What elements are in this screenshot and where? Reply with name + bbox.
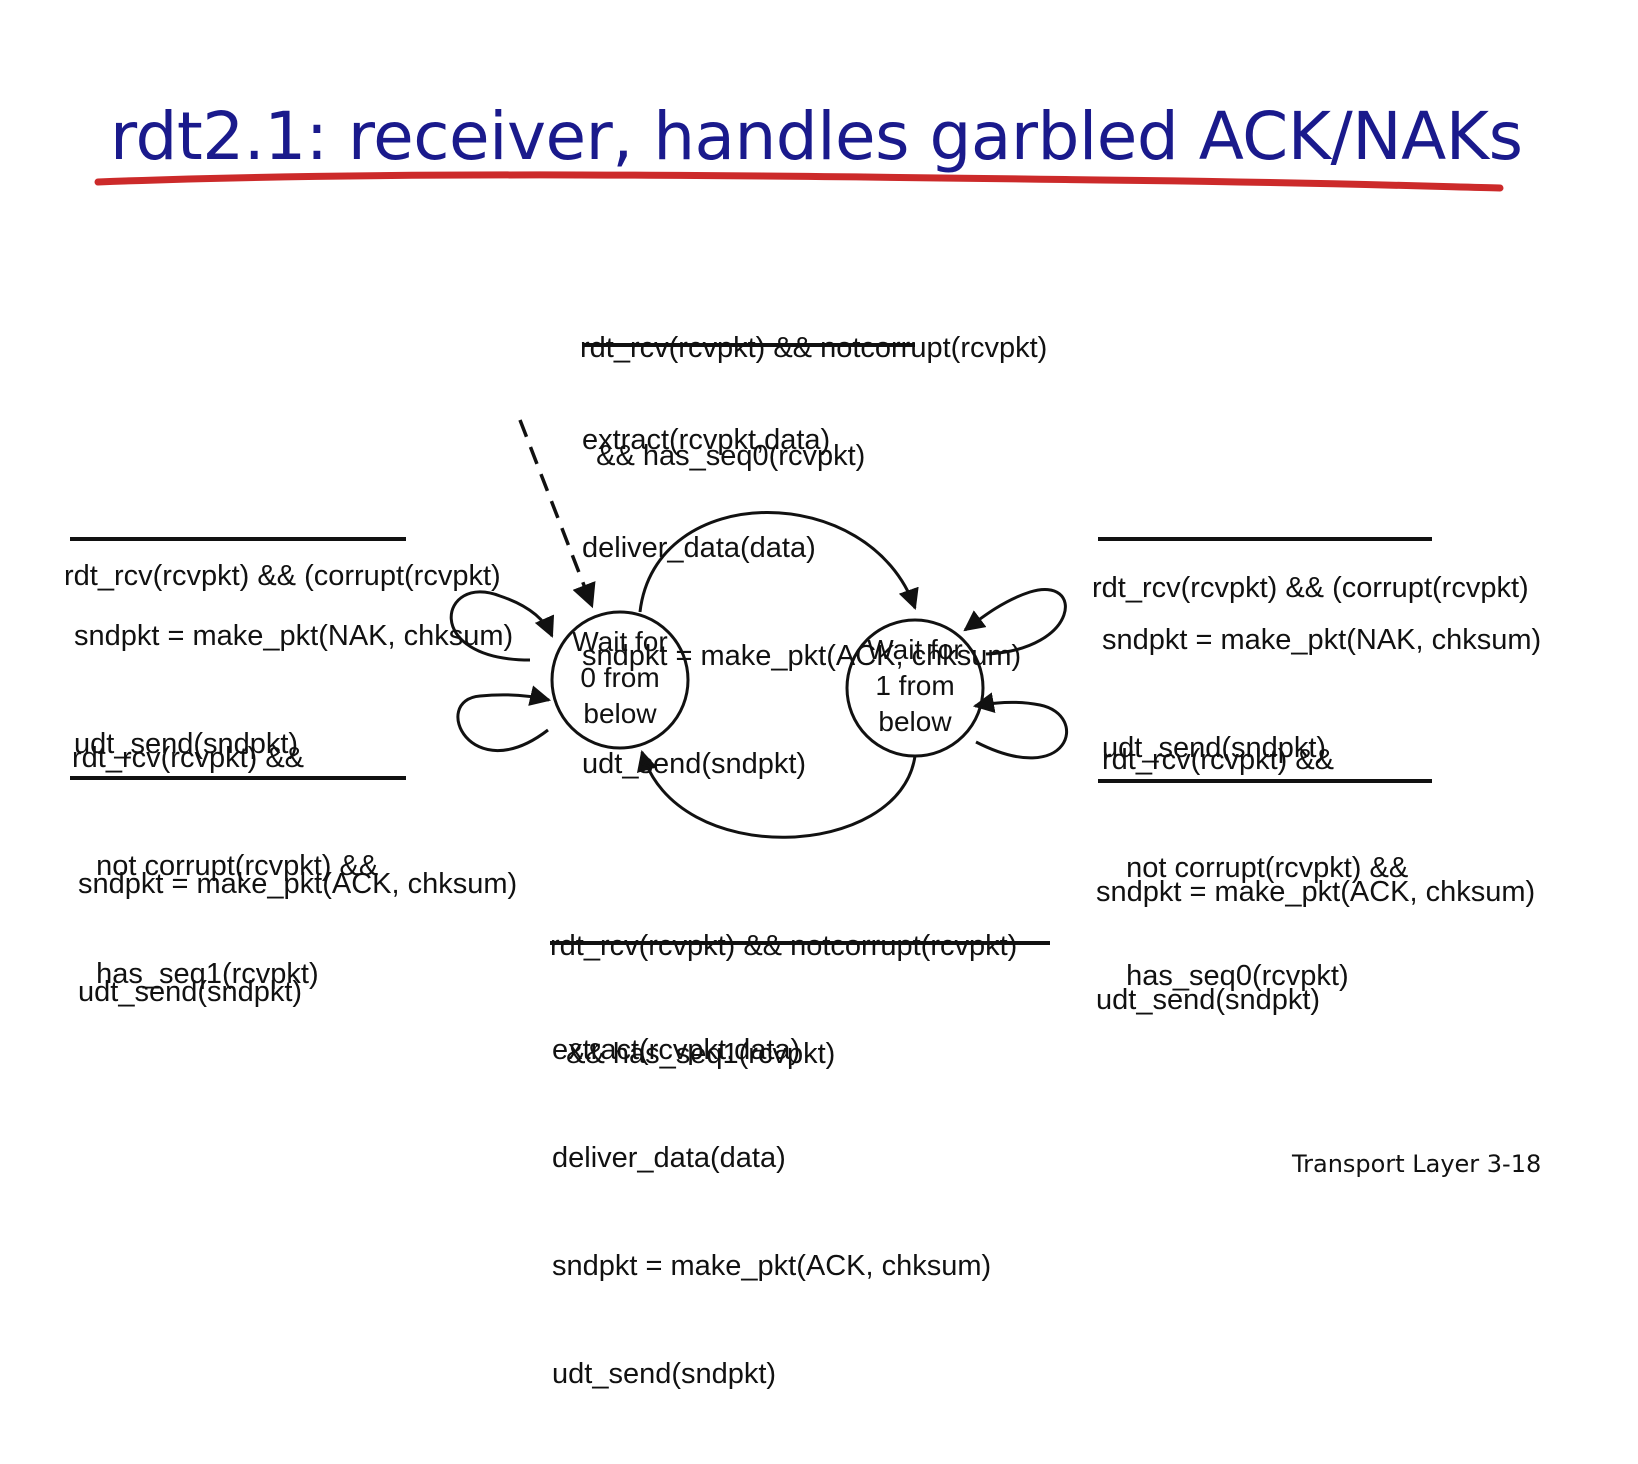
transition-bottom-event-line1: rdt_rcv(rcvpkt) && notcorrupt(rcvpkt) <box>550 930 1018 962</box>
transition-left-dup-event: rdt_rcv(rcvpkt) && not corrupt(rcvpkt) &… <box>72 668 378 1064</box>
transition-top-event-line2: && has_seq0(rcvpkt) <box>580 440 866 472</box>
transition-bottom-action-2: deliver_data(data) <box>552 1142 786 1174</box>
self-loop-right-lower <box>972 692 1069 760</box>
transition-top-action-4: udt_send(sndpkt) <box>582 748 807 780</box>
transition-top-action-2: deliver_data(data) <box>582 532 816 564</box>
initial-state-arrow <box>518 419 596 609</box>
transition-bottom-event-line2: && has_seq1(rcvpkt) <box>550 1038 836 1070</box>
self-loop-right-upper <box>963 588 1067 656</box>
title-underline <box>94 171 1504 192</box>
transition-right-dup-event: rdt_rcv(rcvpkt) && not corrupt(rcvpkt) &… <box>1102 670 1408 1066</box>
state-wait-1-line3: below <box>878 706 952 737</box>
transition-right-dup-event-line3: has_seq0(rcvpkt) <box>1102 960 1349 992</box>
transition-right-dup-actions: sndpkt = make_pkt(ACK, chksum) udt_send(… <box>1096 802 1535 1090</box>
transition-left-dup-event-line3: has_seq1(rcvpkt) <box>72 958 319 990</box>
state-wait-1-line2: 1 from <box>875 670 955 701</box>
transition-left-corrupt-event-line1: rdt_rcv(rcvpkt) && (corrupt(rcvpkt) <box>64 560 501 592</box>
state-wait-1-line1: Wait for <box>867 634 963 665</box>
transition-bottom-action-3: sndpkt = make_pkt(ACK, chksum) <box>552 1250 992 1282</box>
transition-left-corrupt-event: rdt_rcv(rcvpkt) && (corrupt(rcvpkt) <box>64 486 501 666</box>
state-wait-0-label: Wait for 0 from below <box>550 624 690 732</box>
transition-top-action-3: sndpkt = make_pkt(ACK, chksum) <box>582 640 1022 672</box>
transition-right-corrupt-action-2: udt_send(sndpkt) <box>1102 732 1327 764</box>
fsm-diagram <box>70 171 1504 945</box>
transition-arrow-top <box>638 511 919 613</box>
transition-right-dup-event-line2: not corrupt(rcvpkt) && <box>1102 852 1409 884</box>
transition-bottom-action-4: udt_send(sndpkt) <box>552 1358 777 1390</box>
self-loop-left-upper <box>449 590 555 662</box>
state-wait-0-line3: below <box>583 698 657 729</box>
transition-left-dup-event-line2: not corrupt(rcvpkt) && <box>72 850 379 882</box>
slide-footer: Transport Layer 3-18 <box>1292 1150 1542 1178</box>
transition-bottom-action-1: extract(rcvpkt,data) <box>552 1034 801 1066</box>
transition-arrow-bottom <box>637 749 917 839</box>
transition-right-corrupt-actions: sndpkt = make_pkt(NAK, chksum) udt_send(… <box>1102 550 1541 838</box>
transition-left-dup-action-1: sndpkt = make_pkt(ACK, chksum) <box>78 868 518 900</box>
transition-top-actions: extract(rcvpkt,data) deliver_data(data) … <box>582 350 1021 854</box>
self-loop-left-lower <box>456 685 552 753</box>
transition-right-dup-action-2: udt_send(sndpkt) <box>1096 984 1321 1016</box>
transition-bottom-event: rdt_rcv(rcvpkt) && notcorrupt(rcvpkt) &&… <box>550 856 1017 1144</box>
transition-left-dup-event-line1: rdt_rcv(rcvpkt) && <box>72 742 305 774</box>
transition-top-event: rdt_rcv(rcvpkt) && notcorrupt(rcvpkt) &&… <box>580 258 1047 546</box>
slide-title: rdt2.1: receiver, handles garbled ACK/NA… <box>110 98 1523 175</box>
transition-right-dup-event-line1: rdt_rcv(rcvpkt) && <box>1102 744 1335 776</box>
slide: rdt2.1: receiver, handles garbled ACK/NA… <box>64 98 1542 1390</box>
transition-left-dup-action-2: udt_send(sndpkt) <box>78 976 303 1008</box>
transition-top-action-1: extract(rcvpkt,data) <box>582 424 831 456</box>
transition-left-corrupt-action-2: udt_send(sndpkt) <box>74 728 299 760</box>
transition-left-corrupt-action-1: sndpkt = make_pkt(NAK, chksum) <box>74 620 514 652</box>
transition-right-corrupt-event-line1: rdt_rcv(rcvpkt) && (corrupt(rcvpkt) <box>1092 572 1529 604</box>
transition-top-event-line1: rdt_rcv(rcvpkt) && notcorrupt(rcvpkt) <box>580 332 1048 364</box>
transition-right-corrupt-event: rdt_rcv(rcvpkt) && (corrupt(rcvpkt) <box>1092 498 1529 678</box>
transition-right-corrupt-action-1: sndpkt = make_pkt(NAK, chksum) <box>1102 624 1542 656</box>
state-wait-0-line2: 0 from <box>580 662 660 693</box>
transition-bottom-actions: extract(rcvpkt,data) deliver_data(data) … <box>552 960 991 1464</box>
state-wait-0-circle <box>550 610 690 750</box>
transition-right-dup-action-1: sndpkt = make_pkt(ACK, chksum) <box>1096 876 1536 908</box>
state-wait-0-line1: Wait for <box>572 626 668 657</box>
transition-left-dup-actions: sndpkt = make_pkt(ACK, chksum) udt_send(… <box>78 794 517 1082</box>
transition-left-corrupt-actions: sndpkt = make_pkt(NAK, chksum) udt_send(… <box>74 546 513 834</box>
state-wait-1-label: Wait for 1 from below <box>845 632 985 740</box>
